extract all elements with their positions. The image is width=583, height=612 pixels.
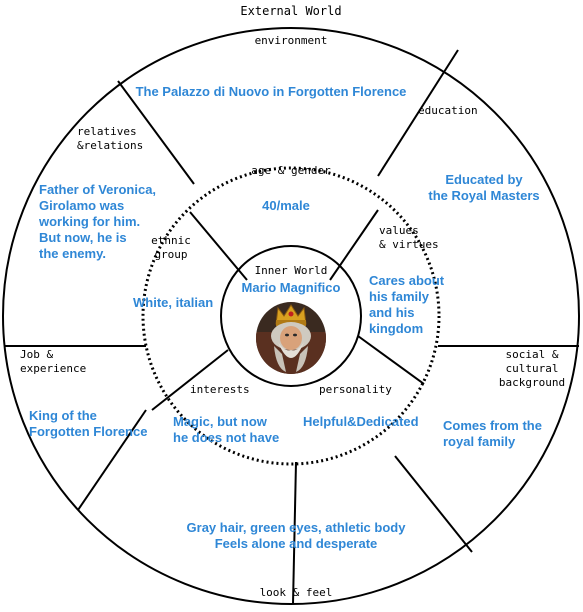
label-job-experience: Job & experience	[20, 348, 87, 375]
value-personality: Helpful&Dedicated	[303, 414, 419, 429]
value-age-gender: 40/male	[262, 198, 310, 213]
outer-circle	[2, 27, 580, 605]
divider-ethnic-interests	[151, 349, 229, 411]
value-job-experience: King of the Forgotten Florence	[29, 408, 148, 439]
divider-values-personality	[357, 335, 425, 385]
label-education: education	[418, 104, 478, 117]
diagram-title: External World	[240, 4, 342, 18]
label-personality: personality	[319, 383, 392, 396]
label-inner-world: Inner World	[254, 264, 328, 277]
value-education: Educated by the Royal Masters	[428, 172, 540, 203]
label-environment: environment	[254, 34, 328, 47]
label-interests: interests	[190, 383, 250, 396]
divider-look-job-inner	[292, 461, 297, 605]
value-look-and-feel: Gray hair, green eyes, athletic body Fee…	[186, 520, 406, 551]
label-values-virtues: values & virtues	[379, 224, 439, 251]
divider-ethnic-age	[189, 211, 248, 281]
value-interests: Magic, but now he does not have	[173, 414, 280, 445]
divider-job-look	[77, 409, 147, 511]
divider-environment-education	[377, 49, 459, 177]
inner-ring-dotted-circle	[141, 166, 441, 466]
value-social-cultural-background: Comes from the royal family	[443, 418, 542, 449]
label-relatives-relations: relatives &relations	[77, 125, 144, 152]
value-environment: The Palazzo di Nuovo in Forgotten Floren…	[135, 84, 407, 99]
divider-relatives-environment	[117, 80, 195, 185]
label-age-gender: age & gender	[251, 164, 331, 177]
label-social-cultural-background: social & cultural background	[498, 348, 566, 389]
label-look-and-feel: look & feel	[259, 586, 333, 599]
value-ethnic-group: White, italian	[133, 295, 214, 310]
character-name: Mario Magnifico	[241, 280, 341, 295]
value-values-virtues: Cares about his family and his kingdom	[369, 273, 445, 336]
value-relatives-relations: Father of Veronica, Girolamo was working…	[39, 182, 157, 261]
divider-age-values	[329, 209, 379, 281]
crowned-old-king-portrait-icon	[256, 302, 326, 374]
divider-social-look	[394, 455, 473, 553]
label-ethnic-group: ethnic group	[151, 234, 191, 261]
